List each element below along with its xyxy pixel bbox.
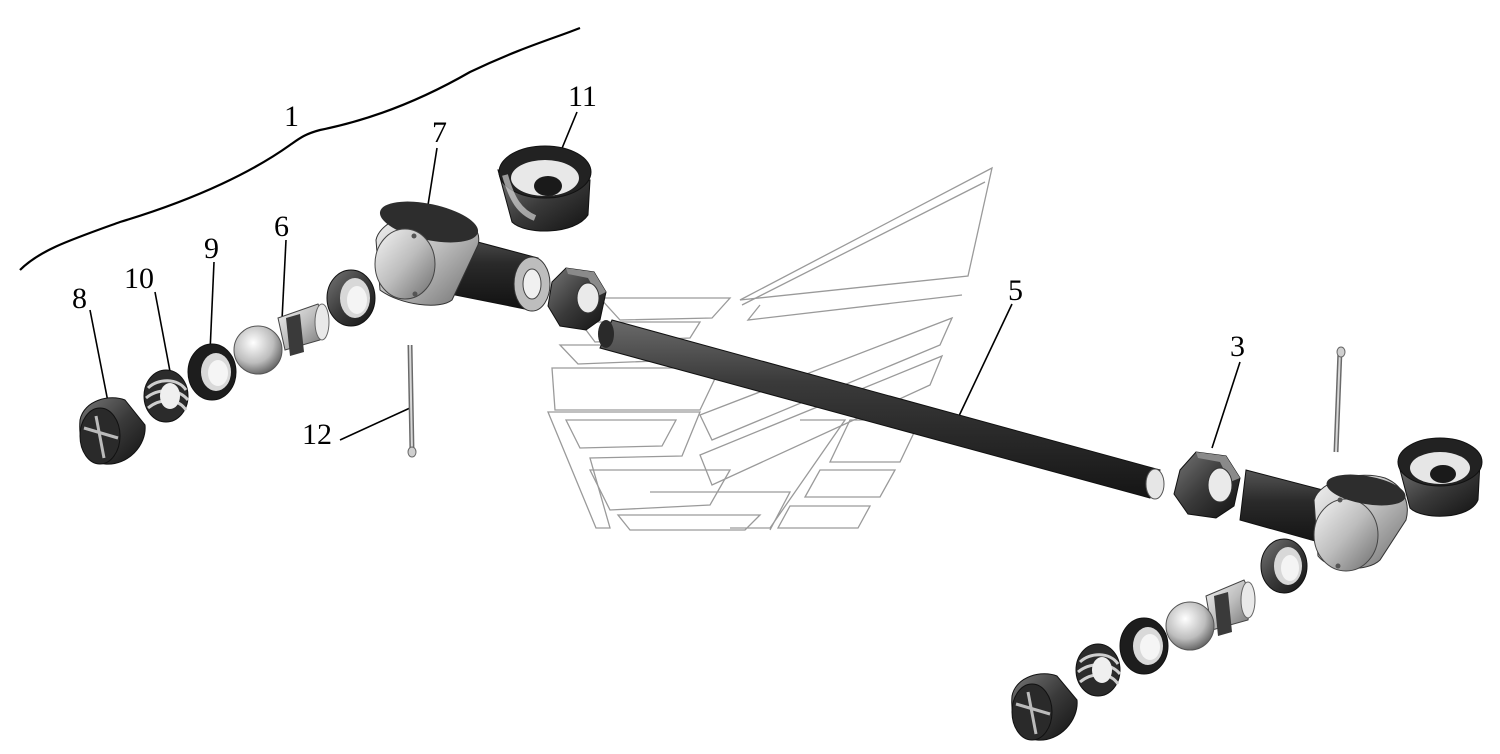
tie-rod-end-left <box>374 201 551 312</box>
spring-left <box>143 369 190 423</box>
ball-stud-left <box>233 303 330 375</box>
retainer-ring-right <box>1260 538 1308 594</box>
callout-12: 12 <box>302 418 332 451</box>
callout-7: 7 <box>432 116 447 149</box>
callout-8: 8 <box>72 282 87 315</box>
spring-right <box>1075 643 1122 697</box>
callout-1: 1 <box>284 100 299 133</box>
washer-right <box>1119 617 1169 675</box>
tie-rod-tube <box>598 319 1165 500</box>
callout-3: 3 <box>1230 330 1245 363</box>
plug-right <box>1011 673 1078 741</box>
ball-stud-right <box>1165 579 1256 651</box>
callout-5: 5 <box>1008 274 1023 307</box>
cotter-pin-right <box>1333 346 1346 453</box>
callout-10: 10 <box>124 262 154 295</box>
hex-nut-right <box>1173 451 1241 519</box>
callout-11: 11 <box>568 80 597 113</box>
assembly-brace-leader <box>19 26 581 271</box>
hex-nut-left <box>547 267 607 331</box>
dust-cap-right <box>1397 437 1483 517</box>
retainer-ring-left <box>326 269 376 327</box>
watermark-logo <box>547 166 993 531</box>
cotter-pin-left <box>407 344 417 458</box>
callout-6: 6 <box>274 210 289 243</box>
callout-labels: 1 3 5 6 7 8 9 10 11 12 <box>72 80 1245 451</box>
plug-left <box>79 397 146 465</box>
callout-9: 9 <box>204 232 219 265</box>
dust-cap-left <box>497 145 592 232</box>
washer-left <box>187 343 237 401</box>
tie-rod-end-right <box>1239 469 1408 572</box>
